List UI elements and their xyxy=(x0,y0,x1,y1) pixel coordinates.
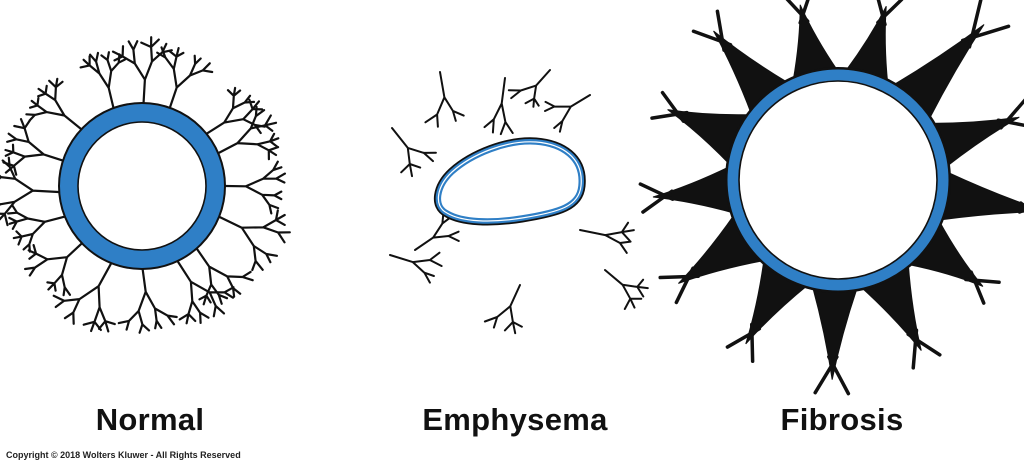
fibrosis-spike xyxy=(792,4,839,82)
label-fibrosis: Fibrosis xyxy=(780,402,904,437)
emphysema-fiber-branch xyxy=(507,69,551,108)
normal-fiber-branch xyxy=(7,204,72,253)
emphysema-fiber-branch xyxy=(424,71,465,128)
emphysema-airway xyxy=(433,137,586,226)
fibrosis-spike-fork xyxy=(964,270,1001,305)
emphysema-fiber-branch xyxy=(391,127,437,178)
emphysema-fiber-branch xyxy=(483,77,514,136)
normal-airway-lumen xyxy=(77,121,207,251)
fibrosis-spike-fork xyxy=(658,266,700,305)
normal-fiber-branch xyxy=(173,254,235,325)
normal-fiber-branch xyxy=(211,105,280,161)
fibrosis-spike xyxy=(906,219,984,287)
emphysema-airway-highlight xyxy=(437,141,582,222)
normal-fiber-branch xyxy=(212,209,291,272)
emphysema-fiber-branch xyxy=(604,269,649,310)
normal-fiber-branch xyxy=(156,46,214,115)
normal-fiber-branch xyxy=(111,36,173,111)
emphysema-alveolar-fibers xyxy=(389,69,649,335)
fibrosis-spike-fork xyxy=(725,322,762,363)
fibrosis-fibrous-tissue xyxy=(638,0,1024,396)
normal-fiber-branch xyxy=(79,51,127,115)
fibrosis-airway xyxy=(725,67,951,293)
normal-fiber-branch xyxy=(25,77,88,135)
fibrosis-spike xyxy=(891,24,985,121)
normal-fiber-branch xyxy=(52,256,116,333)
normal-fiber-branch xyxy=(24,238,88,297)
fibrosis-spike-fork xyxy=(638,182,675,214)
copyright-notice: Copyright © 2018 Wolters Kluwer - All Ri… xyxy=(6,450,241,460)
fibrosis-spike-fork xyxy=(691,9,733,52)
normal-fiber-branch xyxy=(0,156,67,227)
fibrosis-spike-fork xyxy=(650,90,689,123)
normal-fiber-branch xyxy=(192,242,254,306)
fibrosis-spike xyxy=(938,171,1024,221)
fibrosis-spike-fork xyxy=(785,0,810,25)
fibrosis-spike xyxy=(811,285,859,380)
label-normal: Normal xyxy=(95,402,205,437)
fibrosis-spike xyxy=(652,165,735,214)
fibrosis-spike-fork xyxy=(906,328,942,370)
fibrosis-airway-lumen xyxy=(738,80,938,280)
fibrosis-spike-fork xyxy=(876,0,904,27)
fibrosis-spike xyxy=(930,116,1020,168)
emphysema-fiber-branch xyxy=(544,94,591,133)
normal-airway xyxy=(58,102,226,270)
fibrosis-spike-fork xyxy=(813,355,851,396)
normal-fiber-branch xyxy=(217,160,286,215)
emphysema-fiber-branch xyxy=(414,211,460,251)
label-emphysema: Emphysema xyxy=(422,402,608,437)
fibrosis-spike xyxy=(844,6,889,84)
emphysema-fiber-branch xyxy=(579,221,635,254)
emphysema-fiber-branch xyxy=(483,284,523,335)
fibrosis-spike-fork xyxy=(996,98,1024,130)
emphysema-fiber-branch xyxy=(389,251,443,284)
normal-alveolar-fibers xyxy=(0,36,291,334)
normal-fiber-branch xyxy=(117,261,178,334)
normal-fiber-branch xyxy=(2,118,70,176)
fibrosis-spike-fork xyxy=(1017,201,1024,214)
fibrosis-spike-fork xyxy=(960,0,1011,49)
